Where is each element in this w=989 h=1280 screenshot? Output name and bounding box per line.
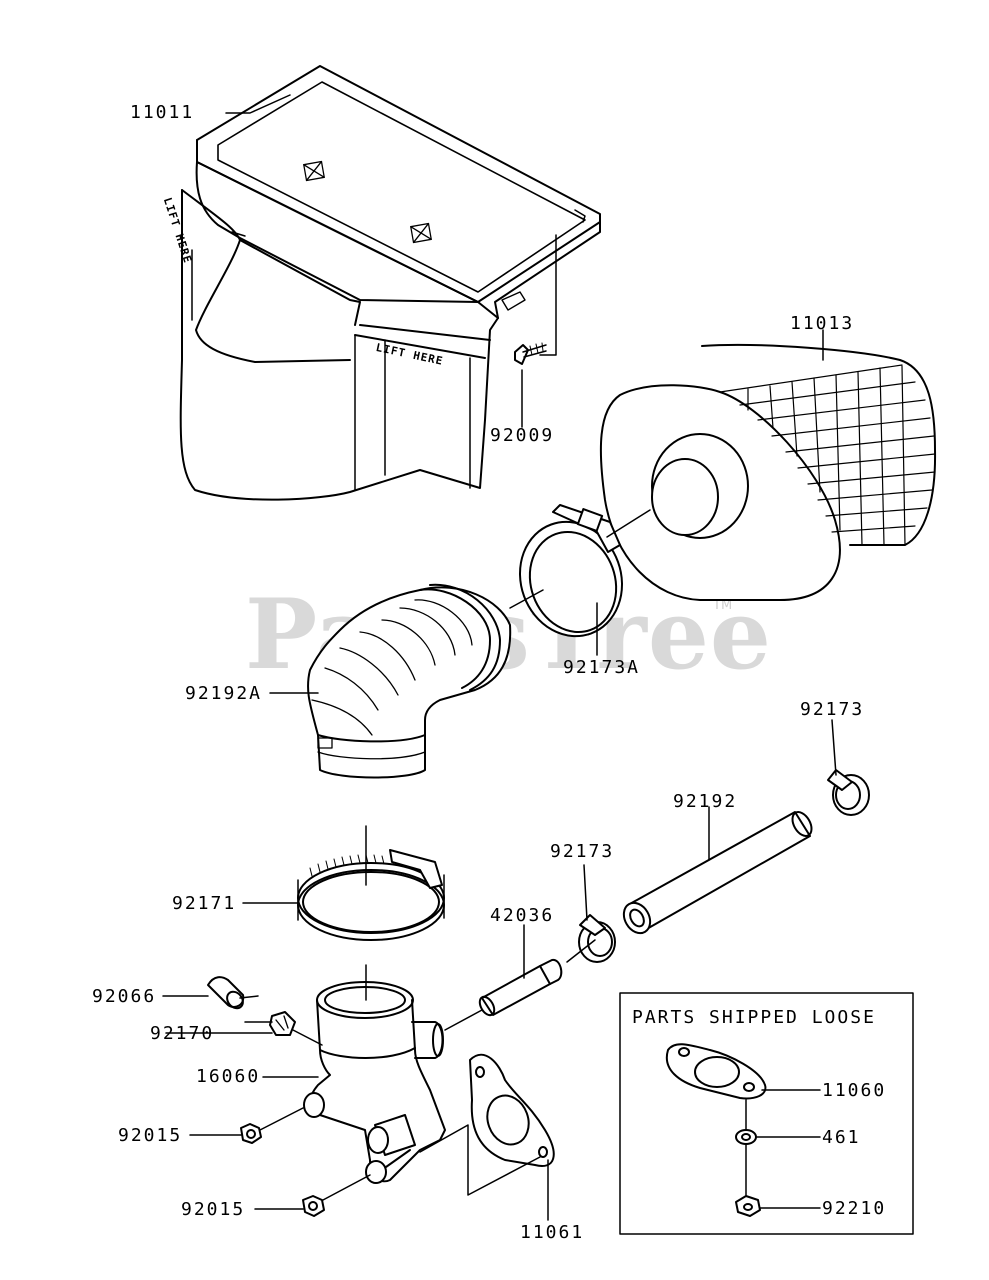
- callout-92192A[interactable]: 92192A: [185, 683, 263, 704]
- callout-92009[interactable]: 92009: [490, 425, 555, 446]
- intake-gasket[interactable]: [469, 1053, 555, 1167]
- callout-92170[interactable]: 92170: [150, 1023, 215, 1044]
- flange-nut-bottom[interactable]: [302, 1195, 325, 1217]
- callout-11013[interactable]: 11013: [790, 313, 855, 334]
- carburetor-gasket-11060[interactable]: [665, 1043, 767, 1100]
- callout-11061[interactable]: 11061: [520, 1222, 585, 1243]
- callout-92192[interactable]: 92192: [673, 791, 738, 812]
- clip[interactable]: [269, 1011, 296, 1036]
- callout-461[interactable]: 461: [822, 1127, 861, 1148]
- callout-92173-right[interactable]: 92173: [800, 699, 865, 720]
- band-clamp[interactable]: [297, 849, 445, 941]
- elbow-intake-hose[interactable]: [307, 583, 512, 779]
- small-hose-clamp-mid[interactable]: [578, 914, 616, 963]
- callout-16060[interactable]: 16060: [196, 1066, 261, 1087]
- vacuum-cap[interactable]: [207, 976, 246, 1011]
- flange-nut-top[interactable]: [240, 1123, 262, 1144]
- callout-92015-bottom[interactable]: 92015: [181, 1199, 246, 1220]
- nut-92210[interactable]: [735, 1195, 761, 1217]
- callout-92173-mid[interactable]: 92173: [550, 841, 615, 862]
- callout-11011[interactable]: 11011: [130, 102, 195, 123]
- breather-fitting[interactable]: [477, 958, 563, 1018]
- washer-461[interactable]: [735, 1129, 757, 1145]
- intake-manifold[interactable]: [303, 981, 446, 1184]
- screw[interactable]: [514, 342, 547, 365]
- callout-42036[interactable]: 42036: [490, 905, 555, 926]
- watermark-trademark: TM: [713, 598, 733, 613]
- callout-92210[interactable]: 92210: [822, 1198, 887, 1219]
- callout-92171[interactable]: 92171: [172, 893, 237, 914]
- callout-11060[interactable]: 11060: [822, 1080, 887, 1101]
- air-cleaner-cover[interactable]: [179, 65, 601, 501]
- leader-lines: [162, 94, 837, 1221]
- air-filter-element[interactable]: [599, 343, 937, 601]
- parts-shipped-loose-box: [619, 992, 914, 1235]
- small-hose-clamp-right[interactable]: [827, 769, 870, 816]
- parts-shipped-loose-title: PARTS SHIPPED LOOSE: [632, 1007, 876, 1028]
- callout-92015-top[interactable]: 92015: [118, 1125, 183, 1146]
- breather-hose[interactable]: [619, 809, 816, 938]
- callout-92066[interactable]: 92066: [92, 986, 157, 1007]
- callout-92173A[interactable]: 92173A: [563, 657, 641, 678]
